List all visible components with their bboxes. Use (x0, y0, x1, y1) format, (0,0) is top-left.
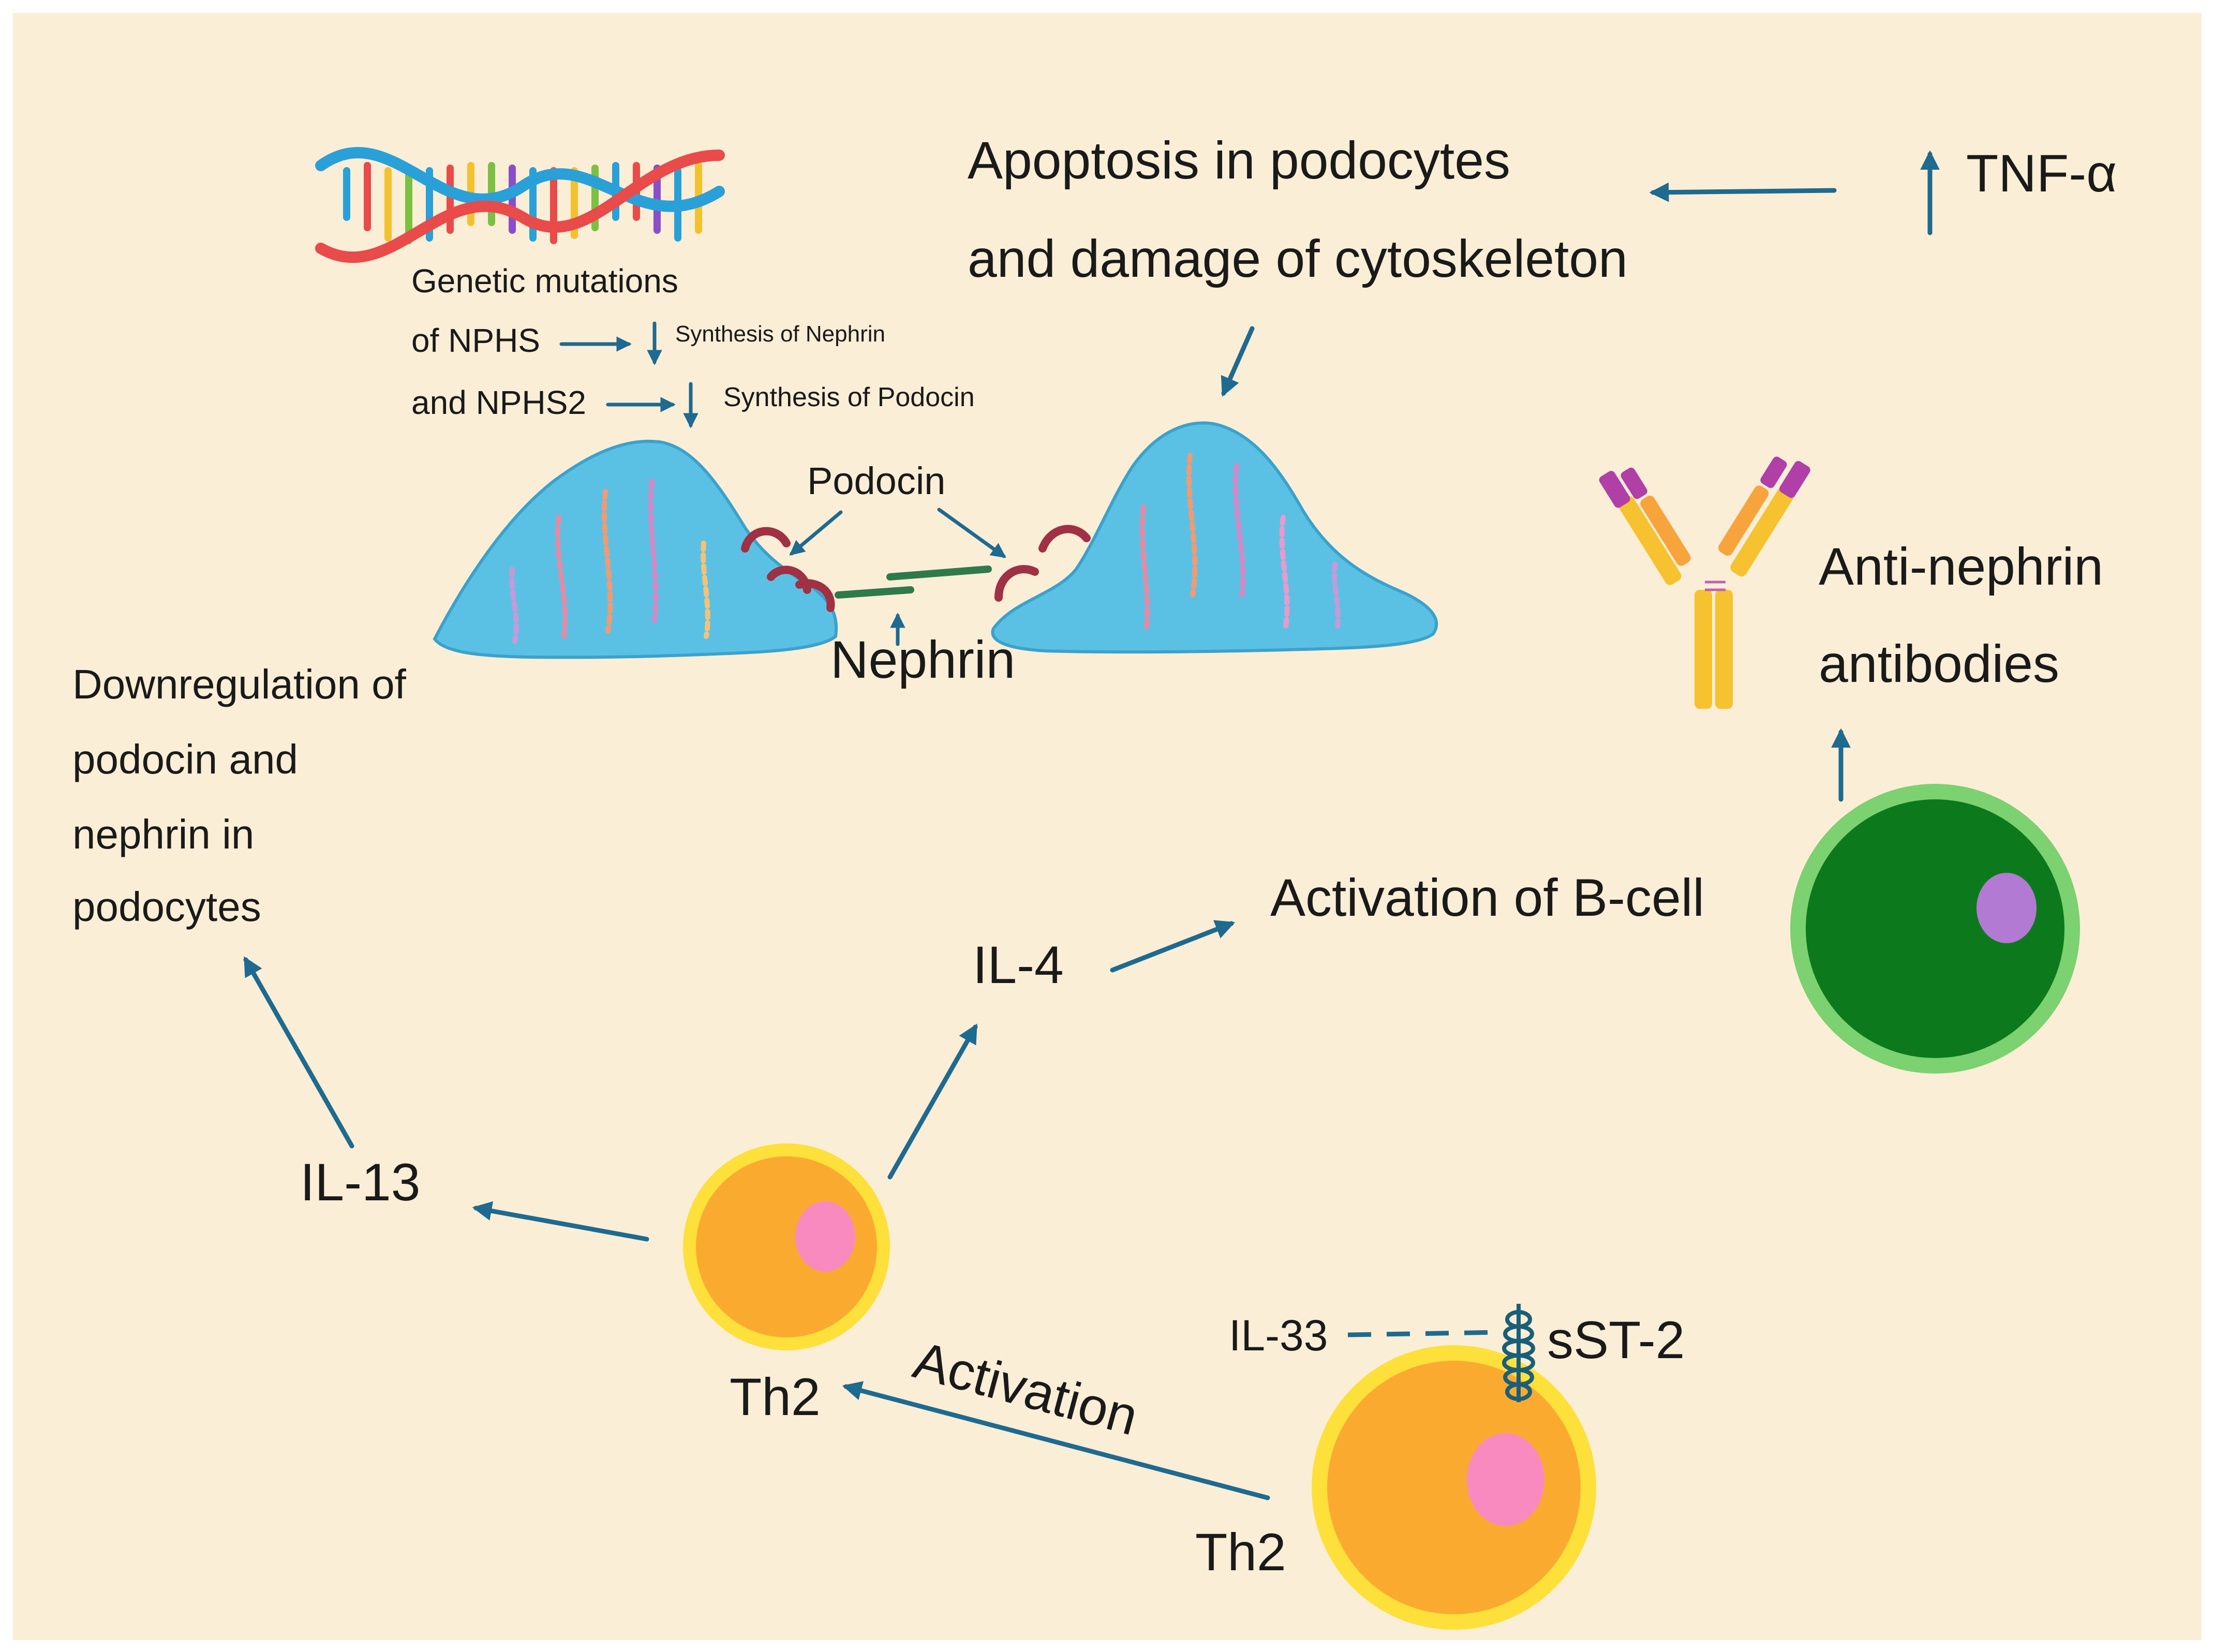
podocin-label: Podocin (807, 459, 945, 502)
antibodies-label: antibodies (1819, 634, 2059, 693)
th2-lower-label: Th2 (1195, 1523, 1286, 1582)
il33-label: IL-33 (1229, 1311, 1328, 1360)
apoptosis-to-podocyte-arrow (1221, 326, 1255, 397)
tnf-alpha-label: TNF-α (1966, 144, 2117, 203)
th2-to-il13-arrow (472, 1201, 649, 1242)
downregulation-label-1: Downregulation of (72, 661, 407, 707)
il4-label: IL-4 (973, 935, 1064, 994)
dna-helix-icon (315, 147, 725, 263)
th2-cell-lower-icon (1312, 1345, 1596, 1630)
il33-binding-dash (1347, 1330, 1501, 1337)
downregulation-label-4: podocytes (72, 884, 261, 930)
th2-cell-upper-icon (683, 1143, 890, 1350)
synthesis-podocin-label: Synthesis of Podocin (723, 382, 975, 412)
podocyte-right-icon (991, 421, 1438, 654)
podocin-arrow-right (937, 508, 1006, 558)
downregulation-label-3: nephrin in (72, 811, 254, 857)
podocin-arrow-left (789, 510, 843, 556)
nphs-label: of NPHS (411, 322, 540, 359)
tnf-to-apoptosis-arrow (1649, 182, 1837, 202)
downregulation-label-2: podocin and (72, 736, 298, 782)
podocin-hooks-right (994, 525, 1091, 602)
il4-to-bcell-arrow (1110, 920, 1236, 973)
il13-label: IL-13 (300, 1153, 421, 1212)
apoptosis-label: Apoptosis in podocytes (968, 131, 1510, 190)
th2-upper-label: Th2 (730, 1367, 821, 1426)
genetic-mutations-label: Genetic mutations (411, 262, 678, 300)
antibody-icon (1599, 456, 1810, 709)
activation-of-bcell-label: Activation of B-cell (1270, 868, 1704, 927)
th2-activation-arrow (842, 1381, 1270, 1500)
il13-to-downregulation-arrow (243, 956, 354, 1149)
nephrin-strand-left (835, 586, 914, 599)
nephrin-strand-right (886, 565, 992, 581)
anti-nephrin-label: Anti-nephrin (1819, 537, 2103, 596)
b-cell-icon (1790, 784, 2080, 1074)
nphs2-label: and NPHS2 (411, 384, 586, 421)
synthesis-nephrin-label: Synthesis of Nephrin (675, 321, 885, 347)
cytoskeleton-damage-label: and damage of cytoskeleton (968, 229, 1628, 288)
st2-receptor-icon (1502, 1304, 1535, 1402)
podocin-hooks-left (741, 527, 835, 612)
cytoskeleton-strands (509, 453, 1341, 644)
sst2-label: sST-2 (1547, 1311, 1685, 1370)
nephrin-label: Nephrin (830, 630, 1015, 689)
th2-to-il4-arrow (887, 1023, 978, 1180)
